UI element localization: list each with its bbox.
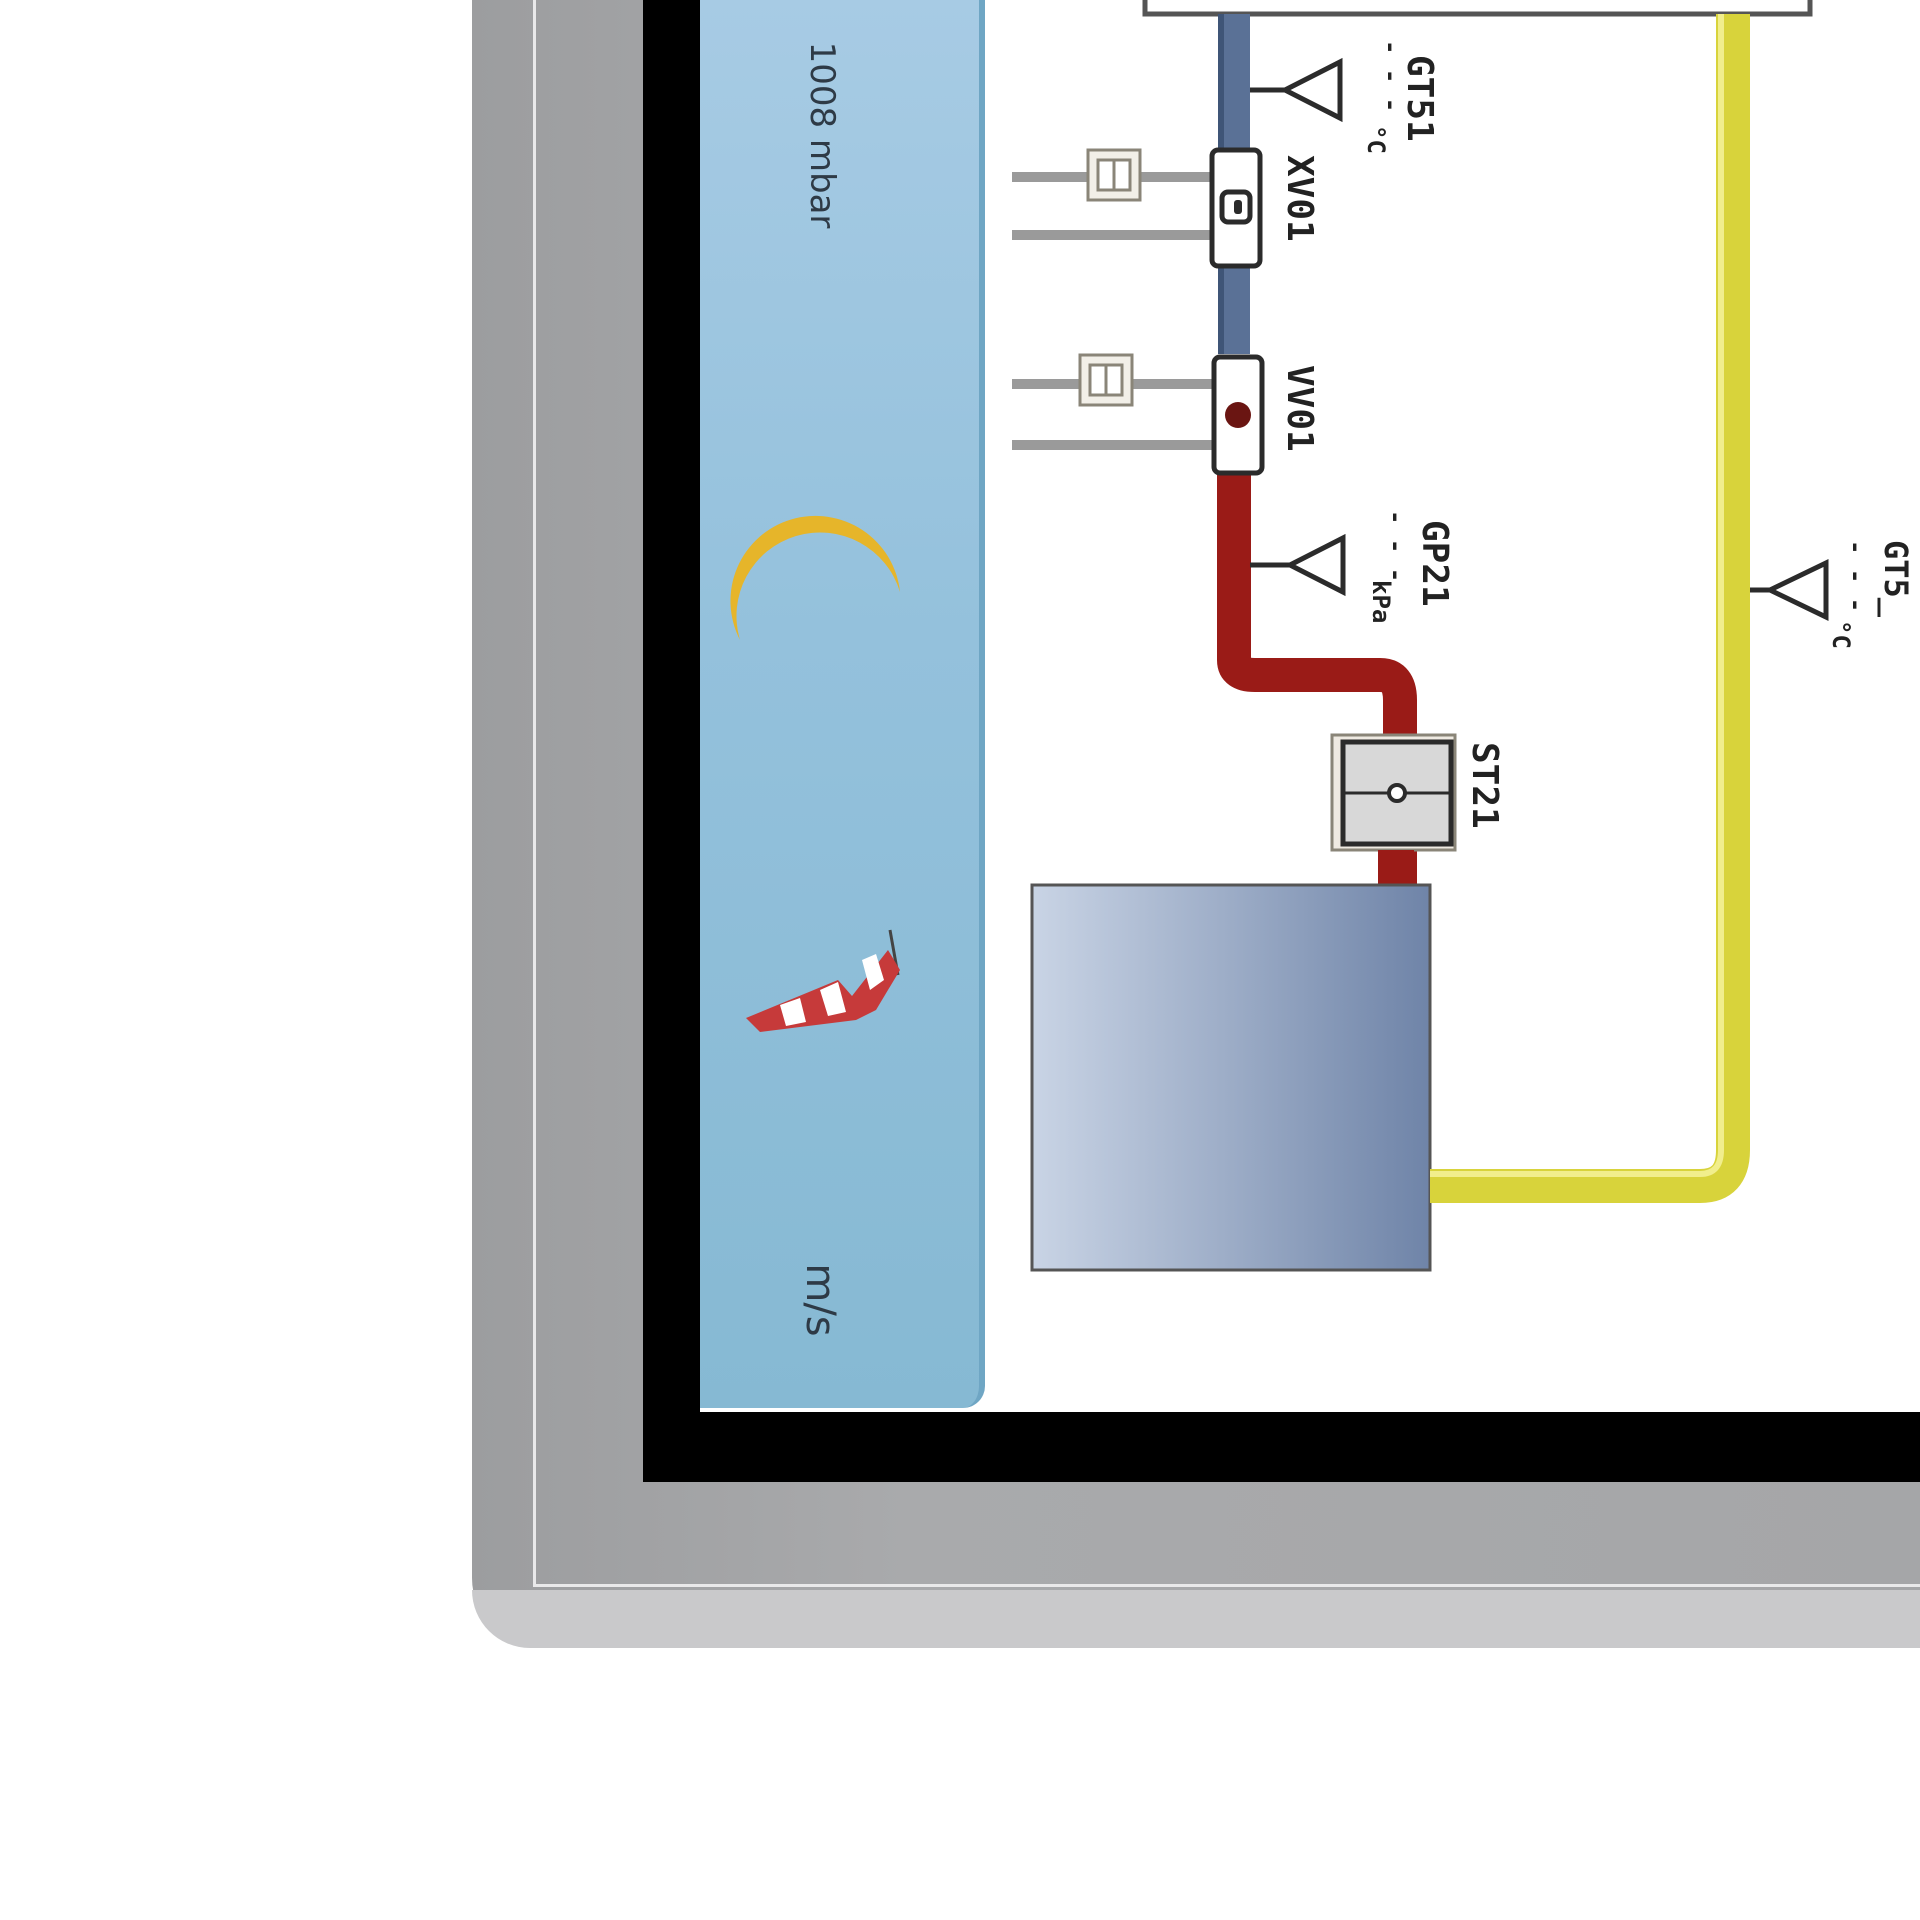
return-pipe	[1217, 470, 1417, 885]
gt5x-unit: °C	[1827, 620, 1855, 649]
gp21-value: - - -	[1382, 510, 1410, 583]
vv01-label: VV01	[1279, 365, 1320, 452]
gp21-label: GP21	[1414, 520, 1455, 607]
windsock-icon	[746, 929, 900, 1032]
hand-valve-upper[interactable]	[1086, 148, 1142, 202]
xv01-label: XV01	[1279, 155, 1320, 242]
gt51-value: - - -	[1377, 40, 1405, 113]
crescent-moon-icon	[730, 515, 900, 640]
device-bezel-base	[472, 1590, 1920, 1648]
sensor-gp21-symbol	[1250, 533, 1346, 597]
weather-sidebar	[700, 0, 985, 1408]
hand-valve-lower[interactable]	[1078, 353, 1134, 407]
valve-xv01[interactable]	[1209, 147, 1263, 269]
gp21-unit: kPa	[1367, 580, 1395, 624]
gt51-unit: °C	[1362, 125, 1390, 154]
storage-tank	[1030, 883, 1432, 1272]
sensor-gt51-symbol	[1250, 57, 1343, 123]
st21-label: ST21	[1464, 742, 1505, 829]
valve-vv01[interactable]	[1211, 354, 1265, 476]
gt5x-value: - - -	[1842, 540, 1870, 613]
side-pipes	[1012, 172, 1212, 450]
gt51-label: GT51	[1399, 55, 1440, 142]
sensor-gt5x-symbol	[1745, 559, 1829, 621]
equipment-box-top	[1142, 0, 1813, 17]
bezel-highlight	[533, 0, 1920, 1587]
yellow-pipe	[1430, 14, 1750, 1203]
flow-meter-st21[interactable]	[1330, 733, 1457, 885]
gt5x-label: GT5_	[1877, 540, 1915, 618]
